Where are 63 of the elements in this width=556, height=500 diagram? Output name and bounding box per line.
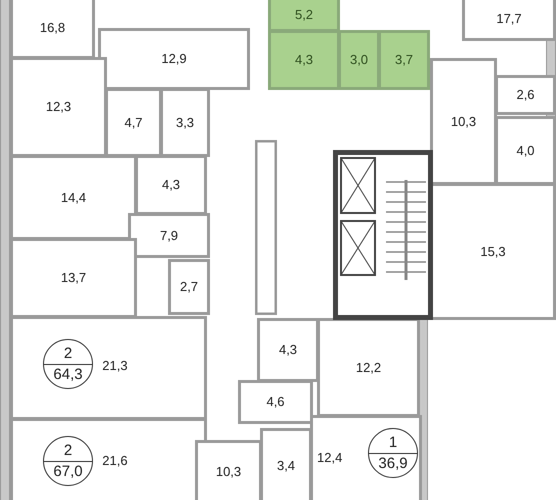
- room-area: 4,3: [162, 177, 180, 193]
- apartment-badge: [43, 436, 93, 486]
- room: [338, 30, 380, 90]
- room-count: 2: [44, 344, 92, 364]
- room: [135, 155, 207, 215]
- room-area: 4,3: [278, 342, 298, 358]
- room-area: 3,4: [276, 458, 296, 474]
- room: [10, 418, 207, 500]
- room-count: 1: [369, 432, 417, 454]
- room-area: 10,3: [450, 114, 476, 130]
- room: [238, 380, 313, 424]
- room-area: 2,7: [180, 279, 198, 295]
- room: [160, 88, 210, 157]
- apartment-area: 64,3: [49, 364, 87, 384]
- room-area: 4,0: [516, 142, 535, 158]
- apartment-area: 67,0: [49, 462, 87, 482]
- room: [168, 259, 210, 315]
- room-area: 5,2: [294, 6, 314, 22]
- room: [195, 440, 262, 500]
- room: [10, 57, 107, 157]
- room: [268, 0, 340, 32]
- room: [462, 0, 556, 41]
- room: [317, 318, 420, 417]
- room-area: 14,4: [60, 190, 86, 206]
- room: [260, 428, 312, 500]
- room-area: 4,6: [266, 394, 285, 410]
- room-area: 17,7: [496, 11, 522, 27]
- room: [10, 238, 137, 318]
- room-area: 7,9: [160, 228, 178, 244]
- room: [430, 58, 497, 185]
- room-area: 4,3: [294, 52, 314, 68]
- room-area: 12,2: [356, 360, 382, 376]
- room-area: 3,0: [350, 52, 368, 68]
- room-area: 12,3: [46, 99, 72, 115]
- room-area: 13,7: [60, 270, 86, 286]
- room-area: 12,4: [317, 450, 342, 466]
- room: [10, 0, 95, 59]
- room-count: 2: [44, 440, 92, 462]
- room-area: 16,8: [40, 20, 66, 36]
- room: [10, 155, 137, 240]
- room-area: 10,3: [216, 464, 242, 480]
- room: [98, 28, 250, 90]
- room-area: 21,3: [102, 358, 128, 374]
- room-area: 12,9: [161, 51, 187, 67]
- room: [310, 415, 422, 500]
- apartment-badge: [43, 339, 93, 389]
- room-area: 2,6: [516, 87, 535, 103]
- room: [495, 116, 556, 185]
- apartment-area: 36,9: [374, 454, 412, 474]
- apartment-badge: [368, 428, 418, 478]
- room: [430, 183, 556, 320]
- room: [378, 30, 430, 90]
- room: [105, 88, 162, 157]
- room-area: 21,6: [102, 452, 128, 469]
- room: [495, 75, 556, 115]
- room: [128, 213, 210, 258]
- room: [268, 30, 340, 90]
- room-area: 15,3: [480, 244, 506, 260]
- room-area: 3,3: [176, 114, 194, 130]
- room: [257, 318, 319, 382]
- room-area: 3,7: [394, 52, 414, 68]
- room-area: 4,7: [124, 114, 143, 130]
- room: [10, 316, 207, 420]
